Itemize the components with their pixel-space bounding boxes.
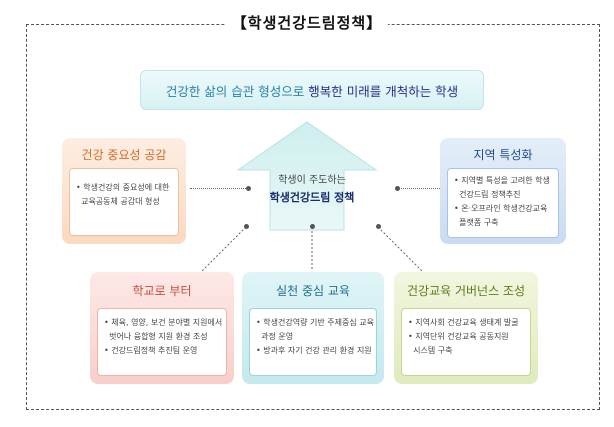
card-from-school: 학교로 부터 • 체육, 영양, 보건 분야별 지원에서 벗어나 융합형 지원 …: [90, 272, 234, 384]
center-arrow-shape: [236, 121, 378, 231]
center-line2: 학생건강드림 정책: [269, 191, 355, 204]
card-body: • 학생건강역량 기반 주제중심 교육 과정 운영 • 방과후 자기 건강 관리…: [249, 308, 377, 376]
card-health-importance: 건강 중요성 공감 • 학생건강의 중요성에 대한 교육공동체 공감대 형성: [62, 138, 186, 244]
card-heading: 건강교육 거버넌스 조성: [406, 284, 526, 298]
card-heading: 실천 중심 교육: [276, 284, 350, 298]
center-line1: 학생이 주도하는: [278, 175, 346, 186]
connector-dot-bc: [310, 224, 315, 229]
card-governance: 건강교육 거버넌스 조성 • 지역사회 건강교육 생태계 발굴 • 지역단위 건…: [394, 272, 538, 384]
card-item: 건강드림 정책추진: [459, 190, 521, 199]
connector-right: [398, 188, 442, 189]
card-regional-specialization: 지역 특성화 • 지역별 특성을 고려한 학생 건강드림 정책추진 • 온·오프…: [440, 138, 566, 244]
connector-dot-right: [395, 186, 400, 191]
card-heading: 건강 중요성 공감: [81, 148, 167, 162]
card-body: • 지역별 특성을 고려한 학생 건강드림 정책추진 • 온·오프라인 학생건강…: [447, 168, 559, 238]
card-body: • 지역사회 건강교육 생태계 발굴 • 지역단위 건강교육 공동지원 시스템 …: [401, 308, 531, 376]
card-item: • 학생건강의 중요성에 대한: [76, 183, 170, 192]
vision-text-part2: 행복한 미래를 개척하는 학생: [308, 83, 459, 99]
card-item: 과정 운영: [261, 332, 294, 341]
vision-banner: 건강한 삶의 습관 형성으로 행복한 미래를 개척하는 학생: [140, 70, 484, 110]
center-label: 학생이 주도하는 학생건강드림 정책: [262, 172, 362, 206]
vision-text-part1: 건강한 삶의 습관 형성으로: [165, 83, 305, 99]
card-heading: 지역 특성화: [473, 148, 533, 162]
connector-dot-left: [246, 186, 251, 191]
card-item: • 지역사회 건강교육 생태계 발굴: [408, 318, 519, 327]
card-body: • 체육, 영양, 보건 분야별 지원에서 벗어나 융합형 지원 환경 조성 •…: [97, 308, 227, 376]
card-item: 벗어나 융합형 지원 환경 조성: [109, 332, 208, 341]
card-item: • 체육, 영양, 보건 분야별 지원에서: [104, 318, 223, 327]
diagram-title: 【학생건강드림정책】: [0, 12, 614, 33]
card-item: 시스템 구축: [413, 346, 453, 355]
card-item: • 온·오프라인 학생건강교육: [454, 204, 548, 213]
card-item: • 지역별 특성을 고려한 학생: [454, 176, 550, 185]
card-item: • 지역단위 건강교육 공동지원: [408, 332, 509, 341]
card-practice-education: 실천 중심 교육 • 학생건강역량 기반 주제중심 교육 과정 운영 • 방과후…: [242, 272, 384, 384]
connector-left: [190, 188, 248, 189]
card-item: • 학생건강역량 기반 주제중심 교육: [256, 318, 374, 327]
card-item: 교육공동체 공감대 형성: [81, 197, 160, 206]
card-body: • 학생건강의 중요성에 대한 교육공동체 공감대 형성: [69, 168, 179, 236]
card-heading: 학교로 부터: [132, 284, 192, 298]
card-item: • 방과후 자기 건강 관리 환경 지원: [256, 346, 372, 355]
connector-dot-bl: [244, 224, 249, 229]
card-item: 플랫폼 구축: [459, 218, 499, 227]
card-item: • 건강드림정책 추진팀 운영: [104, 346, 198, 355]
connector-dot-br: [376, 224, 381, 229]
connector-lines-bottom: [201, 226, 423, 272]
